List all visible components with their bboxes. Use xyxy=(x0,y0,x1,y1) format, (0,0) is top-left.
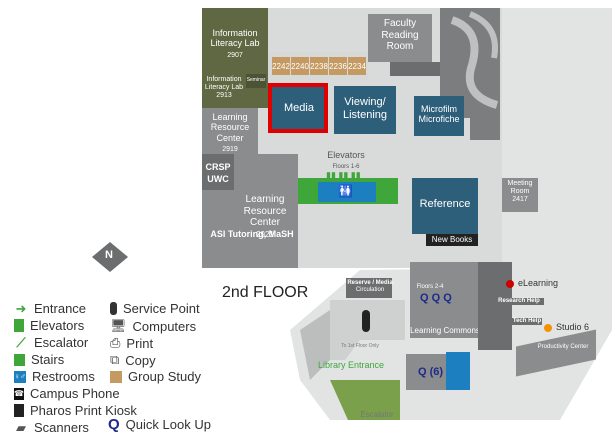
room-label-new-books: New Books xyxy=(431,235,473,244)
label-tech-help: Tech Help xyxy=(512,318,542,325)
room-info-literacy-lab-2907[interactable] xyxy=(202,8,268,72)
escalator-icon: ⟋ xyxy=(16,334,26,350)
restrooms-icon: 🚻 xyxy=(338,184,353,198)
legend-print: ⎙ Print xyxy=(110,335,154,351)
study-room-2234[interactable]: 2234 xyxy=(348,57,366,75)
room-lrc-2921-upper xyxy=(234,154,298,190)
room-label-reference: Reference xyxy=(419,198,471,210)
room-seminar[interactable] xyxy=(246,74,266,88)
elevators-floors-2-4: Floors 2-4 xyxy=(416,284,444,290)
room-label-uwc: UWC xyxy=(207,174,229,184)
legend-escalator: ⟋ Escalator xyxy=(14,334,88,351)
room-lrc-2919[interactable] xyxy=(202,108,258,154)
print-icon: ⎙ xyxy=(110,335,121,350)
room-label-crsp: CRSP xyxy=(205,162,231,172)
room-meeting-2417[interactable] xyxy=(502,178,538,212)
legend-print-kiosk: Pharos Print Kiosk xyxy=(14,403,137,418)
room-viewing-listening[interactable] xyxy=(334,86,396,134)
legend-computers: 🖥 Computers xyxy=(110,318,197,334)
label-studio6: Studio 6 xyxy=(556,322,590,332)
room-new-books[interactable] xyxy=(426,234,478,246)
room-media[interactable] xyxy=(272,86,326,130)
copy-icon: ⧉ xyxy=(110,352,120,367)
room-right-block xyxy=(478,262,512,350)
label-to-first-floor: To 1st Floor Only xyxy=(341,343,379,349)
room-microfilm[interactable] xyxy=(414,96,464,136)
north-compass-icon xyxy=(92,242,128,272)
room-label-learning-commons: Learning Commons xyxy=(410,326,480,335)
room-lrc-2921[interactable] xyxy=(202,190,298,268)
study-room-2240[interactable]: 2240 xyxy=(291,57,309,75)
room-label-asi: ASI Tutoring, MaSH xyxy=(210,229,294,239)
room-faculty-reading[interactable] xyxy=(368,14,432,62)
study-room-2238[interactable]: 2238 xyxy=(310,57,328,75)
group-study-icon xyxy=(110,370,122,383)
entrance-icon: ➜ xyxy=(15,300,27,316)
study-room-2242[interactable]: 2242 xyxy=(272,57,290,75)
label-escalator: Escalator xyxy=(360,410,394,419)
legend-stairs: Stairs xyxy=(14,352,64,367)
quick-lookup-marker-1: Q Q Q xyxy=(420,292,452,304)
room-learning-commons[interactable] xyxy=(410,262,480,338)
legend-quick-lookup: Q Quick Look Up xyxy=(108,416,211,433)
computer-icon: 🖥 xyxy=(110,318,127,333)
studio6-marker xyxy=(544,324,552,332)
room-faculty-annex xyxy=(390,62,440,76)
quick-lookup-icon: Q xyxy=(108,416,120,433)
legend-group-study: Group Study xyxy=(110,369,201,384)
restrooms-block xyxy=(318,182,376,202)
legend-elevators: Elevators xyxy=(14,318,84,333)
room-label-faculty-reading: Faculty Reading Room xyxy=(381,18,419,52)
quick-lookup-q6: Q (6) xyxy=(418,366,444,378)
stairs-icon xyxy=(14,353,25,366)
north-label: N xyxy=(105,249,113,261)
floor-title: 2nd FLOOR xyxy=(222,284,309,301)
elearning-marker xyxy=(506,280,514,288)
study-room-2236[interactable]: 2236 xyxy=(329,57,347,75)
legend-campus-phone: ☎ Campus Phone xyxy=(14,386,120,401)
print-kiosk-icon xyxy=(14,404,24,417)
label-research-help: Research Help xyxy=(494,298,544,305)
legend-service-point: Service Point xyxy=(110,301,200,316)
media-highlight xyxy=(268,83,328,133)
legend-entrance: ➜ Entrance xyxy=(15,300,87,317)
room-crsp-uwc[interactable] xyxy=(202,154,234,190)
service-point-icon-circulation xyxy=(362,310,370,332)
legend-restrooms: ♀♂ Restrooms xyxy=(14,369,95,384)
legend-copy: ⧉ Copy xyxy=(110,352,156,368)
legend-scanners: ▰ Scanners xyxy=(16,419,89,436)
scanner-icon: ▰ xyxy=(16,419,26,435)
room-label-seminar: Seminar xyxy=(246,77,266,83)
restrooms-lower xyxy=(446,352,470,390)
label-library-entrance: Library Entrance xyxy=(318,360,385,370)
room-label-microfilm: Microfilm Microfiche xyxy=(418,104,460,125)
campus-phone-icon: ☎ xyxy=(14,387,24,400)
room-reference[interactable] xyxy=(412,178,478,234)
restrooms-icon: ♀♂ xyxy=(14,370,26,383)
room-reserve-media[interactable] xyxy=(346,278,392,298)
room-label-productivity: Productivity Center xyxy=(537,344,589,350)
elevator-icon: ▮▮ ▮▮ ▮▮ xyxy=(326,170,361,180)
room-label-viewing: Viewing/ Listening xyxy=(342,96,388,121)
service-point-icon xyxy=(110,302,117,315)
elevator-icon xyxy=(14,319,24,332)
label-elearning: eLearning xyxy=(518,278,559,288)
room-label-media: Media xyxy=(284,102,314,114)
